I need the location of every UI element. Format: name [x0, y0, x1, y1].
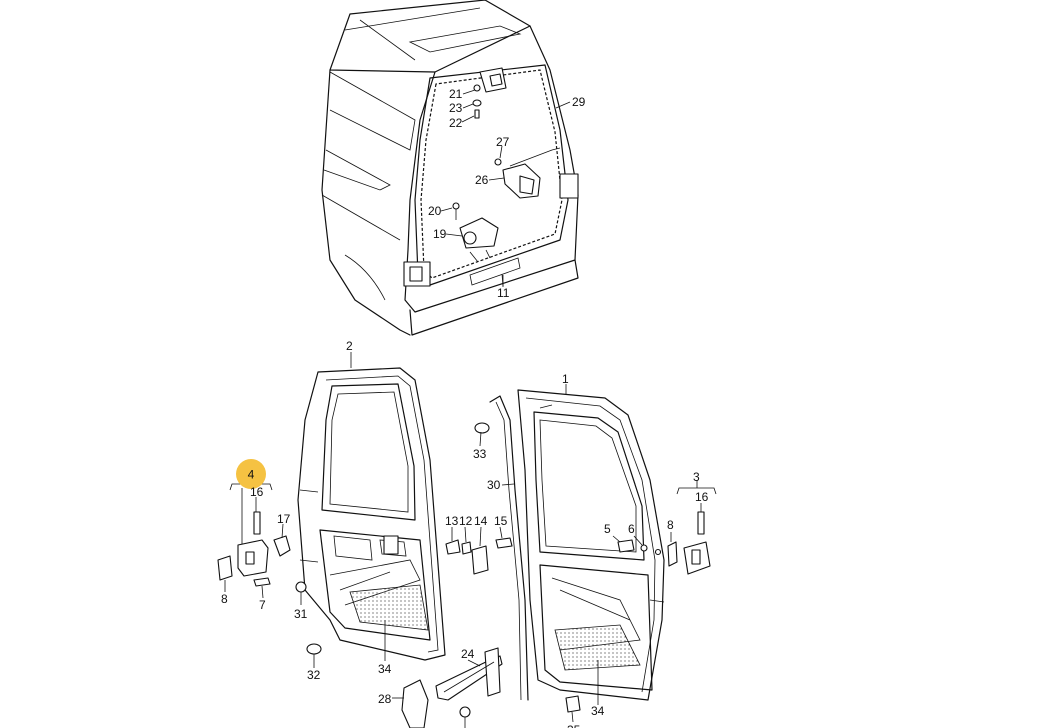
right-rear-door: [489, 389, 665, 701]
callout-19: 19: [433, 227, 447, 241]
callout-5: 5: [604, 522, 611, 536]
callout-21: 21: [449, 87, 463, 101]
callout-13: 13: [445, 514, 459, 528]
callout-11: 11: [497, 286, 510, 300]
callout-16-right: 16: [695, 490, 709, 504]
hinge-assembly-left: [217, 483, 322, 662]
callout-27: 27: [496, 135, 510, 149]
callout-20: 20: [428, 204, 442, 218]
callout-7: 7: [259, 598, 266, 612]
callout-17: 17: [277, 512, 291, 526]
callout-34-right: 34: [591, 704, 605, 718]
callout-2: 2: [346, 339, 353, 353]
left-rear-door: [297, 367, 446, 661]
callout-26: 26: [475, 173, 489, 187]
callout-23: 23: [449, 101, 463, 115]
callout-8-left: 8: [221, 592, 228, 606]
callout-28: 28: [378, 692, 392, 706]
callout-1: 1: [562, 372, 569, 386]
callout-31: 31: [294, 607, 308, 621]
callout-30: 30: [487, 478, 501, 492]
leader-lines: [224, 89, 702, 723]
callout-34-left: 34: [378, 662, 392, 676]
callout-4: 4: [248, 468, 255, 482]
callout-12: 12: [459, 514, 473, 528]
callout-29: 29: [572, 95, 586, 109]
callout-3: 3: [693, 470, 700, 484]
check-strap-24: [435, 647, 503, 701]
small-clips: [445, 422, 513, 575]
callout-32: 32: [307, 668, 321, 682]
van-rear-body: [321, 0, 579, 336]
callout-8-right: 8: [667, 518, 674, 532]
callout-35: 35: [567, 723, 581, 728]
callout-22: 22: [449, 116, 463, 130]
callout-6: 6: [628, 522, 635, 536]
callout-15: 15: [494, 514, 508, 528]
callout-16-left: 16: [250, 485, 264, 499]
callout-33: 33: [473, 447, 487, 461]
callout-labels: 21 23 22 29 27 26 20 19 11 2 1 33 30 3 1…: [221, 87, 709, 728]
bracket-28: [401, 679, 581, 728]
highlight-marker: 4: [236, 459, 266, 489]
callout-14: 14: [474, 514, 488, 528]
callout-24: 24: [461, 647, 475, 661]
